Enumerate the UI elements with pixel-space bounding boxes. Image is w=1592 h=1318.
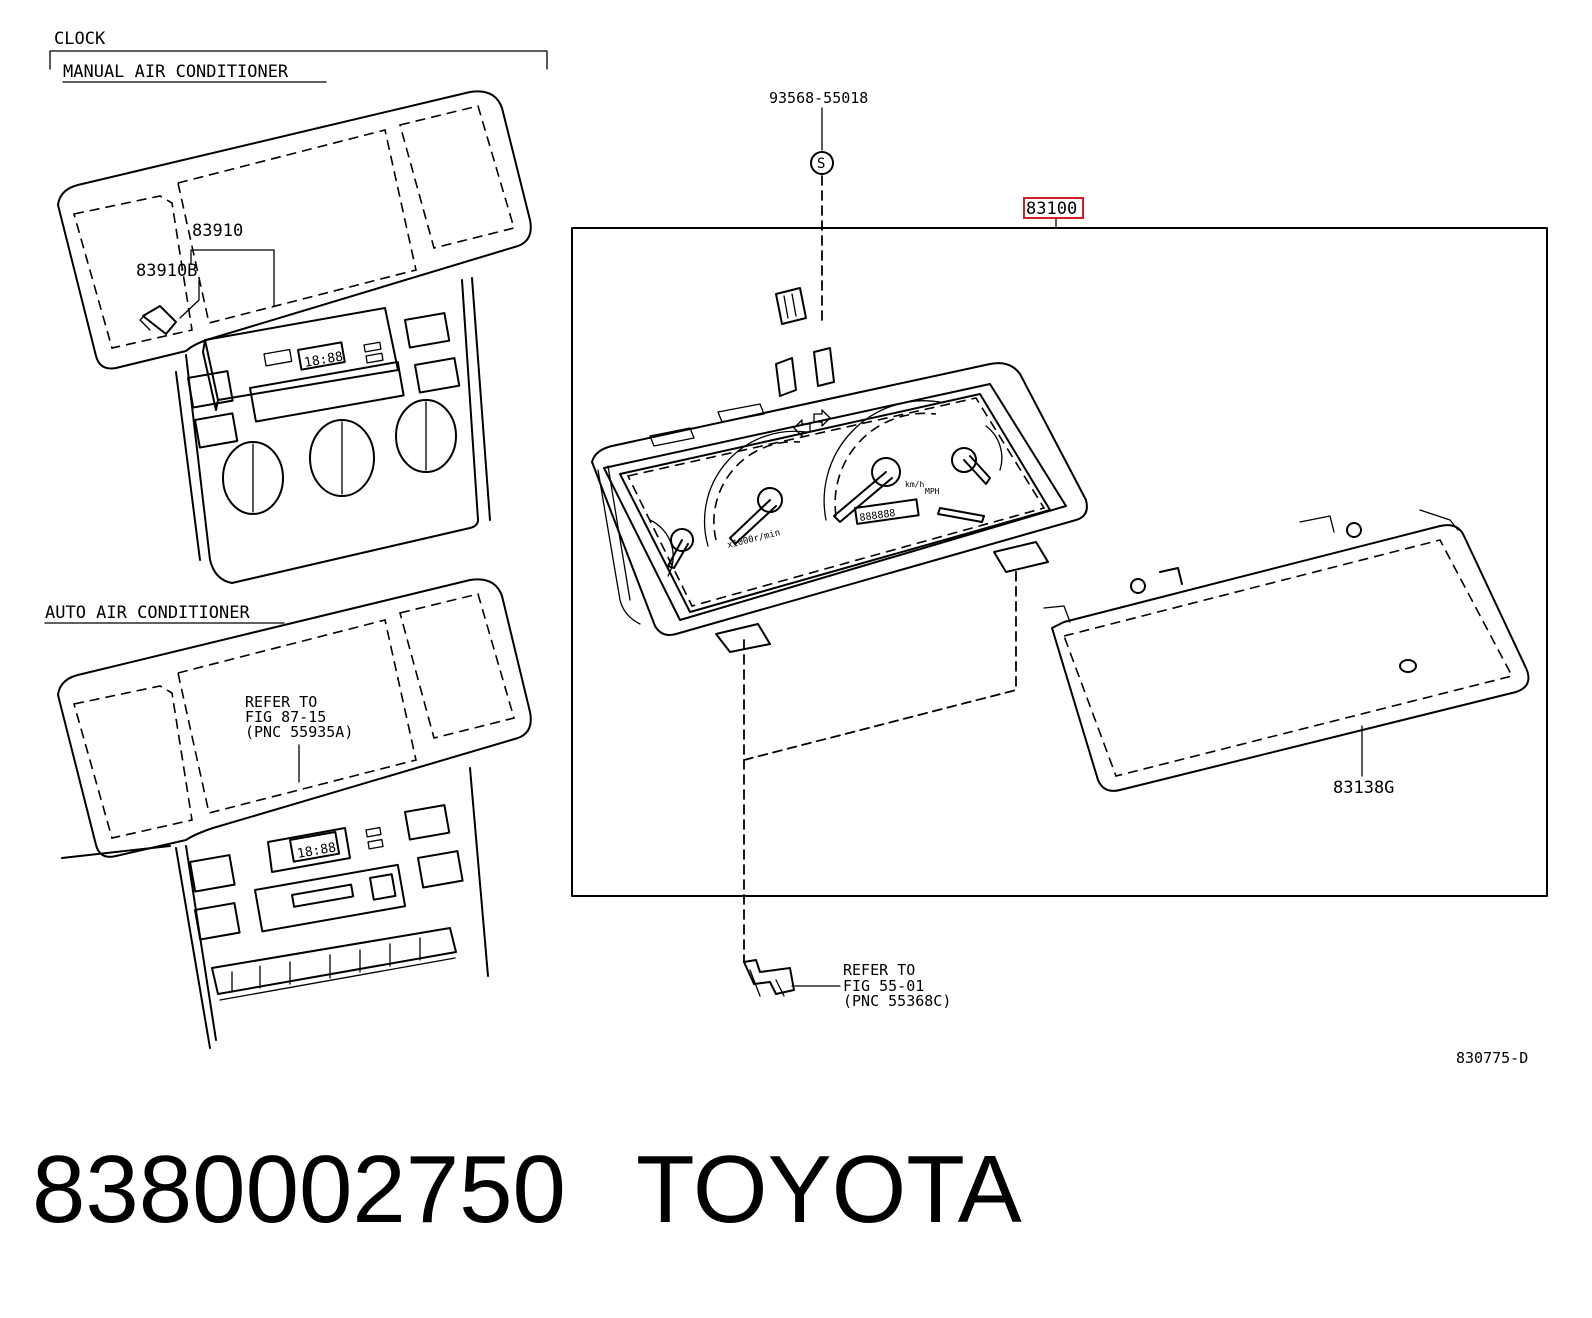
manual-dash-bezel xyxy=(57,90,532,370)
auto-ac-panel: AUTO AIR CONDITIONER 18:88 xyxy=(44,578,532,1049)
indicator-bar xyxy=(937,507,985,523)
meter-explode-dashes xyxy=(743,567,1017,762)
turn-right-arrow xyxy=(813,409,831,427)
meter-glass-part xyxy=(1043,509,1530,792)
manual-controls xyxy=(187,312,461,515)
meter-group: 83100 93568-55018 S xyxy=(571,89,1548,1010)
clock-readout: 18:88 xyxy=(303,349,344,371)
clock-ref-line1: REFER TO xyxy=(245,693,317,711)
left-vent-outline xyxy=(72,195,193,349)
auto-ac-label: AUTO AIR CONDITIONER xyxy=(45,603,250,623)
bracket-icon xyxy=(743,959,795,997)
right-vent-outline xyxy=(399,593,515,739)
speed-unit-label: km/h xyxy=(905,480,924,489)
odometer-readout: 888888 xyxy=(859,508,896,524)
clock-readout-auto: 18:88 xyxy=(296,840,337,862)
side-line-right xyxy=(471,277,491,521)
part-83100-label: 83100 xyxy=(1026,199,1077,219)
diagram-id: 830775-D xyxy=(1456,1049,1528,1067)
bracket-ref-line3: (PNC 55368C) xyxy=(843,992,951,1010)
clock-bulb-icon xyxy=(139,305,177,335)
temp-gauge xyxy=(951,425,1003,485)
lower-stack xyxy=(185,279,479,584)
clock-ref-line3: (PNC 55935A) xyxy=(245,723,353,741)
footer-part-number: 8380002750 xyxy=(32,1136,566,1243)
lower-stack xyxy=(175,767,489,1049)
right-vent-outline xyxy=(399,105,516,249)
bracket-ref-line2: FIG 55-01 xyxy=(843,977,924,995)
left-hood-line xyxy=(61,845,171,859)
bracket-ref-line1: REFER TO xyxy=(843,961,915,979)
combination-meter: x1000r/min km/h MPH 888888 xyxy=(591,347,1088,653)
screw-symbol: S xyxy=(817,156,825,172)
center-opening-outline xyxy=(177,619,417,814)
center-opening-outline xyxy=(177,129,417,324)
manual-clock-unit: 18:88 xyxy=(202,307,399,411)
leader-83910b xyxy=(179,280,200,319)
left-vent-outline xyxy=(72,685,193,839)
part-83910b-label: 83910B xyxy=(136,261,197,281)
side-line-left xyxy=(175,371,201,561)
clock-ref-line2: FIG 87-15 xyxy=(245,708,326,726)
clock-section-label: CLOCK xyxy=(54,29,106,49)
section-bracket xyxy=(49,50,548,70)
turn-left-arrow xyxy=(793,419,811,437)
part-83138g-label: 83138G xyxy=(1333,778,1394,798)
manual-ac-panel: CLOCK MANUAL AIR CONDITIONER 18:88 xyxy=(49,29,548,584)
footer-brand: TOYOTA xyxy=(636,1136,1022,1243)
part-83100-highlight xyxy=(1023,197,1084,219)
screw-clip-icon xyxy=(775,287,807,325)
leader-83910 xyxy=(190,249,275,307)
tachometer: x1000r/min xyxy=(703,430,807,551)
auto-dash-bezel xyxy=(57,578,532,858)
part-83910-label: 83910 xyxy=(192,221,243,241)
fuel-gauge xyxy=(649,519,694,577)
speed-unit2-label: MPH xyxy=(925,487,940,496)
assembly-box xyxy=(571,227,1548,897)
screw-symbol-circle xyxy=(810,151,834,175)
manual-ac-label: MANUAL AIR CONDITIONER xyxy=(63,62,289,82)
auto-controls xyxy=(188,804,464,1001)
auto-clock-unit: 18:88 xyxy=(267,826,384,873)
tach-unit-label: x1000r/min xyxy=(726,528,781,551)
part-93568-label: 93568-55018 xyxy=(769,89,868,107)
speedometer: km/h MPH 888888 xyxy=(823,400,941,525)
